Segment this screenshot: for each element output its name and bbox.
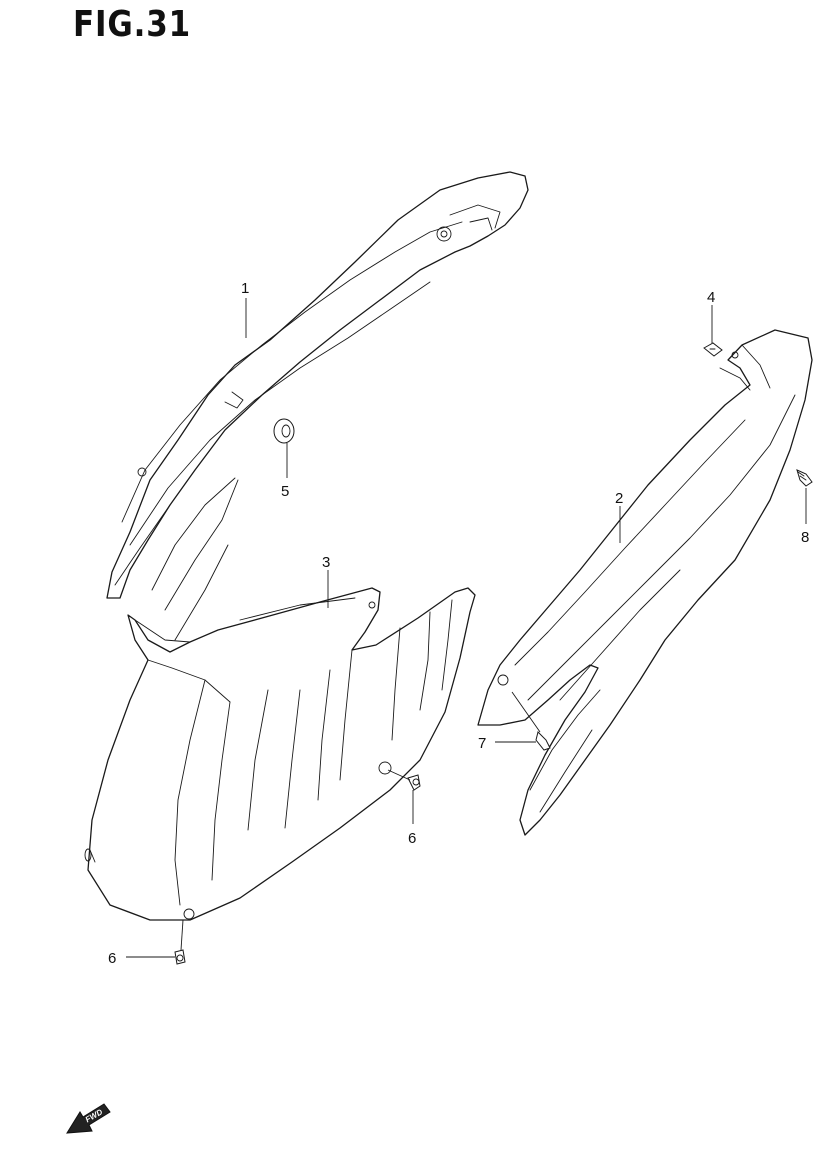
part-7-screw[interactable] [535, 731, 551, 751]
leader-lines [126, 298, 807, 958]
part-4-clip-nut[interactable] [703, 342, 723, 357]
part-8-screw[interactable] [796, 469, 813, 487]
callout-6-left: 6 [108, 950, 116, 967]
callout-1: 1 [241, 280, 249, 297]
callout-4: 4 [707, 289, 715, 306]
callouts: 1 2 3 4 5 6 6 7 8 [108, 280, 809, 967]
fwd-arrow-icon: FWD [66, 1103, 111, 1134]
callout-6-right: 6 [408, 830, 416, 847]
callout-2: 2 [615, 490, 623, 507]
part-5-grommet[interactable] [273, 418, 295, 444]
part-6-screw-lower[interactable] [174, 949, 186, 965]
part-3-lower-side-cover[interactable] [84, 477, 476, 921]
callout-7: 7 [478, 735, 486, 752]
callout-3: 3 [322, 554, 330, 571]
callout-5: 5 [281, 483, 289, 500]
part-2-rear-side-cover[interactable] [477, 329, 813, 836]
part-1-upper-side-cover[interactable] [106, 171, 529, 599]
figure-title: FIG.31 [73, 4, 192, 45]
part-6-screw[interactable] [407, 774, 421, 791]
callout-8: 8 [801, 529, 809, 546]
